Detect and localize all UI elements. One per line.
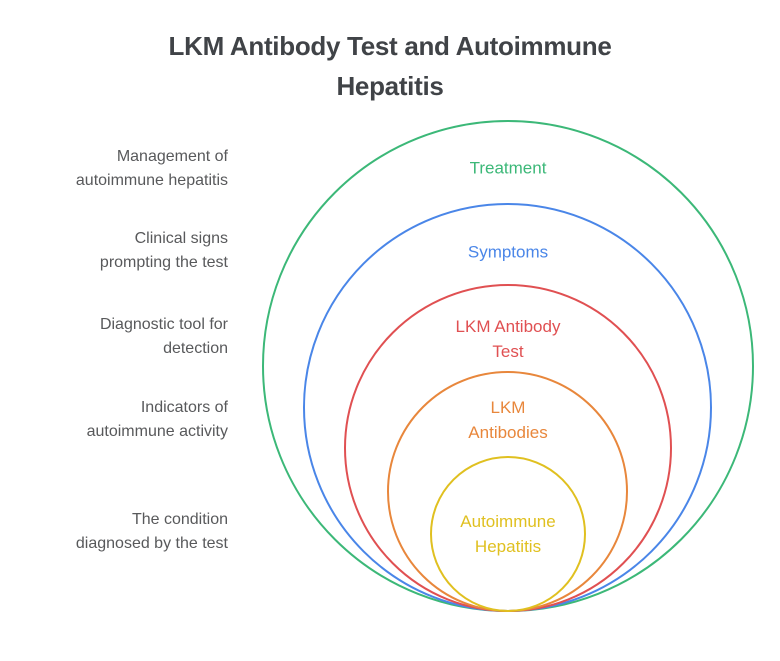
ring-label-lkm-antibodies: LKM Antibodies xyxy=(468,398,548,442)
ring-description-autoimmune-hepatitis: The condition diagnosed by the test xyxy=(75,511,228,552)
ring-label-symptoms: Symptoms xyxy=(467,242,549,262)
page-title: LKM Antibody Test and Autoimmune Hepatit… xyxy=(168,31,612,101)
ring-description-lkm-antibody-test: Diagnostic tool for detection xyxy=(99,316,228,357)
ring-label-treatment: Treatment xyxy=(469,158,547,178)
ring-description-symptoms: Clinical signs prompting the test xyxy=(99,230,228,271)
ring-circle-autoimmune-hepatitis xyxy=(430,456,586,612)
ring-description-lkm-antibodies: Indicators of autoimmune activity xyxy=(86,399,228,440)
ring-description-treatment: Management of autoimmune hepatitis xyxy=(75,148,228,189)
ring-label-autoimmune-hepatitis: Autoimmune Hepatitis xyxy=(460,512,556,556)
ring-label-lkm-antibody-test: LKM Antibody Test xyxy=(455,317,561,361)
